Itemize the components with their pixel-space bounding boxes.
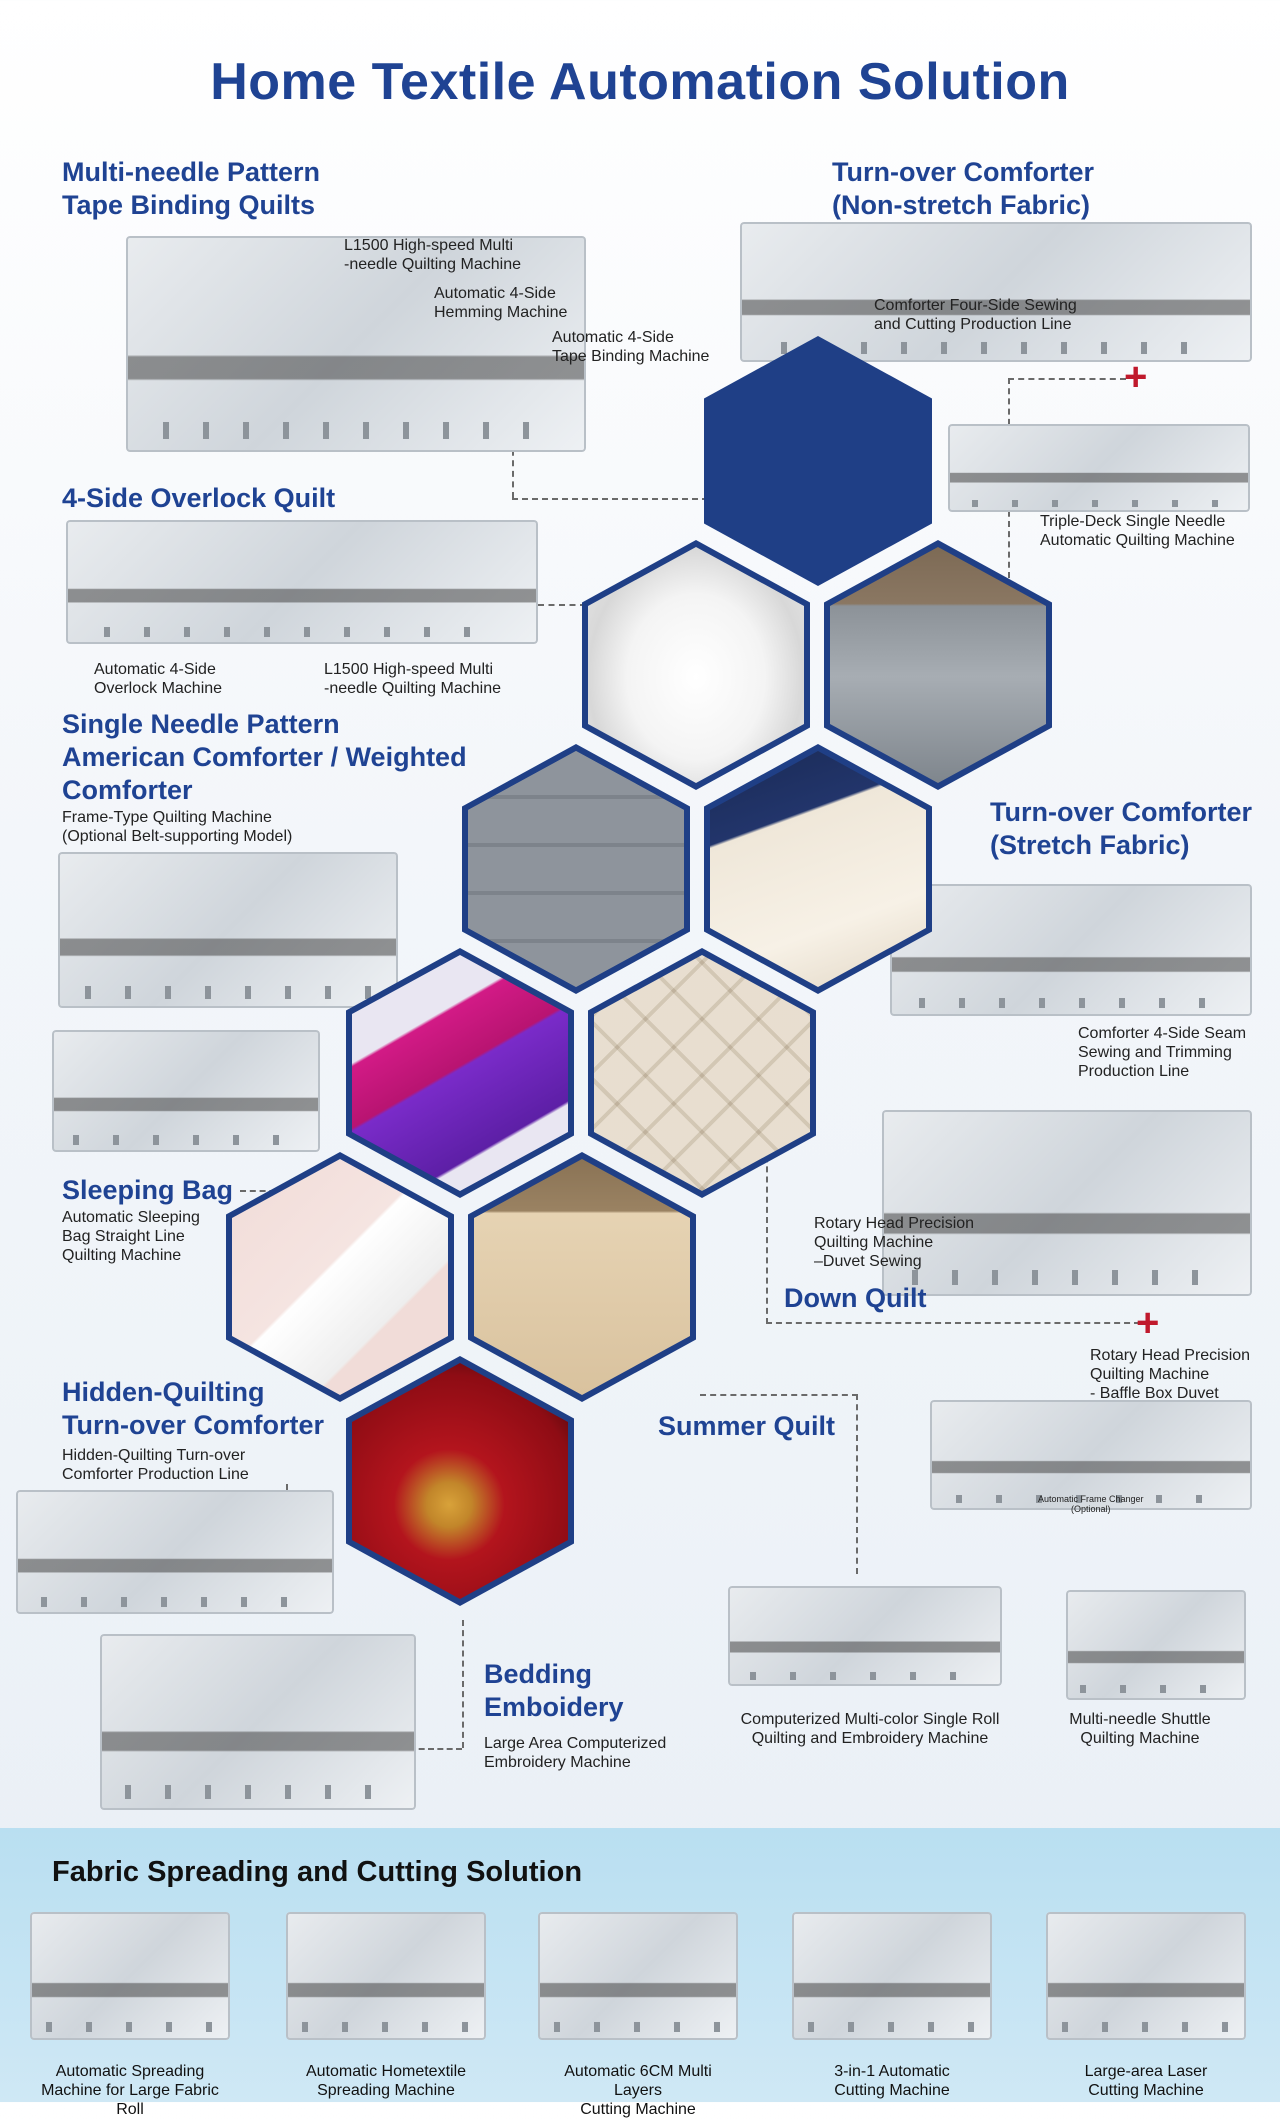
overlock-machine-image [66, 520, 538, 644]
fabric-machine-item: Large-area Laser Cutting Machine [1046, 1912, 1246, 2100]
caption-seam-sewing: Comforter 4-Side Seam Sewing and Trimmin… [1078, 1025, 1247, 1080]
hex-pillow [582, 540, 810, 790]
section-title-turnover-non-stretch: Turn-over Comforter (Non-stretch Fabric) [832, 157, 1095, 220]
caption-rotary-duvet: Rotary Head Precision Quilting Machine –… [814, 1215, 975, 1270]
caption-overlock: Automatic 4-Side Overlock Machine [94, 661, 223, 697]
hometextile-spreading-image [286, 1912, 486, 2040]
baffle-box-image [930, 1400, 1252, 1510]
rotary-head-image [882, 1110, 1252, 1296]
caption-embroidery: Large Area Computerized Embroidery Machi… [484, 1735, 667, 1771]
hex-down-quilt [588, 948, 816, 1198]
caption-frame-type: Frame-Type Quilting Machine (Optional Be… [62, 809, 293, 845]
plus-icon: + [1124, 355, 1148, 399]
section-title-sleeping-bag: Sleeping Bag [62, 1175, 234, 1205]
section-title-single-needle: Single Needle Pattern American Comforter… [62, 709, 467, 805]
connector-line [766, 1126, 768, 1324]
triple-deck-image [948, 424, 1250, 512]
sleeping-bag-machine-image [52, 1030, 320, 1152]
fabric-machine-item: Automatic Spreading Machine for Large Fa… [30, 1912, 230, 2119]
hex-red-bedding [346, 1356, 574, 1606]
laser-cutting-image [1046, 1912, 1246, 2040]
caption-hidden-quilting: Hidden-Quilting Turn-over Comforter Prod… [62, 1447, 249, 1483]
caption-sleeping-bag: Automatic Sleeping Bag Straight Line Qui… [62, 1209, 200, 1264]
hex-knitted-quilt [468, 1152, 696, 1402]
frame-quilting-image [58, 852, 398, 1008]
plus-icon: + [1136, 1301, 1160, 1345]
hex-weighted-blanket [462, 744, 690, 994]
three-in-one-cutting-image [792, 1912, 992, 2040]
hex-grey-comforter [824, 540, 1052, 790]
connector-line [538, 604, 586, 606]
caption-triple-deck: Triple-Deck Single Needle Automatic Quil… [1040, 513, 1235, 549]
caption-multi-color: Computerized Multi-color Single Roll Qui… [740, 1711, 1000, 1747]
page-title: Home Textile Automation Solution [210, 53, 1070, 111]
multi-color-machine-image [728, 1586, 1002, 1686]
connector-line [700, 1394, 858, 1396]
sewing-line-image [740, 222, 1252, 362]
multi-layer-cutting-image [538, 1912, 738, 2040]
hidden-quilting-image [16, 1490, 334, 1614]
caption-hemming: Automatic 4-Side Hemming Machine [434, 285, 568, 321]
hex-sherpa-fleece [704, 744, 932, 994]
fabric-solution-title: Fabric Spreading and Cutting Solution [52, 1856, 583, 1888]
section-title-overlock: 4-Side Overlock Quilt [62, 483, 336, 513]
caption-multi-layer-cutting: Automatic 6CM Multi Layers Cutting Machi… [564, 2063, 712, 2118]
caption-four-side-sewing: Comforter Four-Side Sewing and Cutting P… [874, 297, 1077, 333]
caption-spreading-large-roll: Automatic Spreading Machine for Large Fa… [41, 2063, 219, 2118]
caption-hometextile-spreading: Automatic Hometextile Spreading Machine [305, 2063, 467, 2099]
caption-rotary-baffle: Rotary Head Precision Quilting Machine -… [1090, 1347, 1251, 1402]
section-title-hidden-quilting: Hidden-Quilting Turn-over Comforter [62, 1377, 325, 1440]
fabric-machine-item: Automatic 6CM Multi Layers Cutting Machi… [538, 1912, 738, 2119]
spreading-large-roll-image [30, 1912, 230, 2040]
section-title-bedding-embroidery: Bedding Emboidery [484, 1659, 624, 1722]
hex-pink-sheet [226, 1152, 454, 1402]
hex-white-quilt [704, 336, 932, 586]
caption-l1500-overlock: L1500 High-speed Multi -needle Quilting … [324, 661, 501, 697]
connector-line [462, 1620, 464, 1748]
caption-three-in-one-cutting: 3-in-1 Automatic Cutting Machine [834, 2063, 950, 2099]
caption-laser-cutting: Large-area Laser Cutting Machine [1084, 2063, 1208, 2099]
fabric-machine-item: Automatic Hometextile Spreading Machine [286, 1912, 486, 2100]
connector-line [400, 1748, 462, 1750]
caption-tape-binding: Automatic 4-Side Tape Binding Machine [552, 329, 710, 365]
fabric-machine-item: 3-in-1 Automatic Cutting Machine [792, 1912, 992, 2100]
connector-line [766, 1322, 1140, 1324]
section-title-summer-quilt: Summer Quilt [658, 1411, 836, 1441]
multi-needle-machine-image [126, 236, 586, 452]
shuttle-machine-image [1066, 1590, 1246, 1700]
connector-line [1008, 378, 1126, 380]
embroidery-machine-image [100, 1634, 416, 1810]
section-title-turnover-stretch: Turn-over Comforter (Stretch Fabric) [990, 797, 1253, 860]
caption-l1500: L1500 High-speed Multi -needle Quilting … [344, 237, 521, 273]
seam-sewing-image [890, 884, 1252, 1016]
caption-frame-changer: Automatic Frame Changer (Optional) [1038, 1494, 1144, 1514]
section-title-down-quilt: Down Quilt [784, 1283, 927, 1313]
hex-sleeping-bag [346, 948, 574, 1198]
connector-line [856, 1394, 858, 1574]
connector-line [512, 418, 514, 498]
section-title-multi-needle: Multi-needle Pattern Tape Binding Quilts [62, 157, 321, 220]
caption-shuttle: Multi-needle Shuttle Quilting Machine [1069, 1711, 1211, 1747]
connector-line [512, 498, 708, 500]
